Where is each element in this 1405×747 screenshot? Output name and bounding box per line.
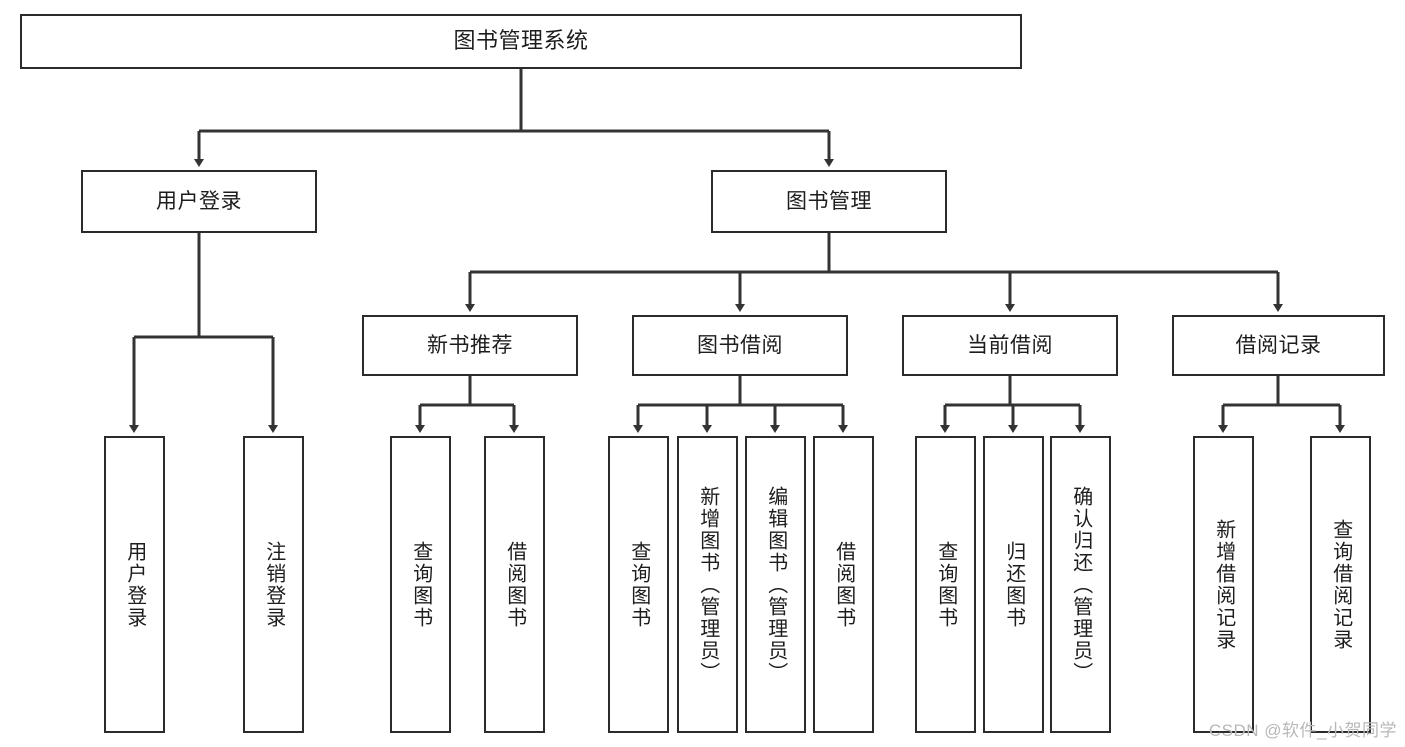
node-label: 查询借阅记录 <box>1329 518 1352 651</box>
node-label: 图书借阅 <box>697 333 783 357</box>
node-label: 查询图书 <box>934 540 957 629</box>
node-new-book-recommend[interactable]: 新书推荐 <box>362 315 578 376</box>
node-label: 新增图书（管理员） <box>696 485 719 684</box>
leaf-node-confirm-return-admin[interactable]: 确认归还（管理员） <box>1050 436 1111 733</box>
node-label: 归还图书 <box>1002 540 1025 629</box>
node-label: 当前借阅 <box>967 333 1053 357</box>
node-label: 图书管理系统 <box>453 28 589 54</box>
leaf-node-borrow-book-recommend[interactable]: 借阅图书 <box>484 436 545 733</box>
leaf-node-add-book-admin[interactable]: 新增图书（管理员） <box>677 436 738 733</box>
node-book-borrow[interactable]: 图书借阅 <box>632 315 848 376</box>
leaf-node-query-borrow-record[interactable]: 查询借阅记录 <box>1310 436 1371 733</box>
leaf-node-add-borrow-record[interactable]: 新增借阅记录 <box>1193 436 1254 733</box>
node-root-system[interactable]: 图书管理系统 <box>20 14 1022 69</box>
node-label: 图书管理 <box>786 189 872 213</box>
node-label: 编辑图书（管理员） <box>764 485 787 684</box>
node-label: 查询图书 <box>409 540 432 629</box>
node-label: 新书推荐 <box>427 333 513 357</box>
leaf-node-borrow-book[interactable]: 借阅图书 <box>813 436 874 733</box>
node-borrow-record[interactable]: 借阅记录 <box>1172 315 1385 376</box>
node-label: 借阅记录 <box>1235 333 1322 357</box>
node-label: 借阅图书 <box>832 540 855 629</box>
node-label: 新增借阅记录 <box>1212 518 1235 651</box>
node-book-management[interactable]: 图书管理 <box>711 170 947 233</box>
node-current-borrow[interactable]: 当前借阅 <box>902 315 1118 376</box>
leaf-node-query-book-borrow[interactable]: 查询图书 <box>608 436 669 733</box>
node-label: 用户登录 <box>123 540 146 629</box>
node-label: 借阅图书 <box>503 540 526 629</box>
watermark: CSDN @软件_小贺同学 <box>1208 721 1397 740</box>
node-label: 确认归还（管理员） <box>1069 485 1092 684</box>
leaf-node-user-login[interactable]: 用户登录 <box>104 436 165 733</box>
leaf-node-return-book[interactable]: 归还图书 <box>983 436 1044 733</box>
node-label: 注销登录 <box>262 540 285 629</box>
node-label: 用户登录 <box>156 189 242 213</box>
leaf-node-query-book-recommend[interactable]: 查询图书 <box>390 436 451 733</box>
leaf-node-query-book-current[interactable]: 查询图书 <box>915 436 976 733</box>
leaf-node-logout[interactable]: 注销登录 <box>243 436 304 733</box>
node-label: 查询图书 <box>627 540 650 629</box>
leaf-node-edit-book-admin[interactable]: 编辑图书（管理员） <box>745 436 806 733</box>
node-user-login[interactable]: 用户登录 <box>81 170 317 233</box>
